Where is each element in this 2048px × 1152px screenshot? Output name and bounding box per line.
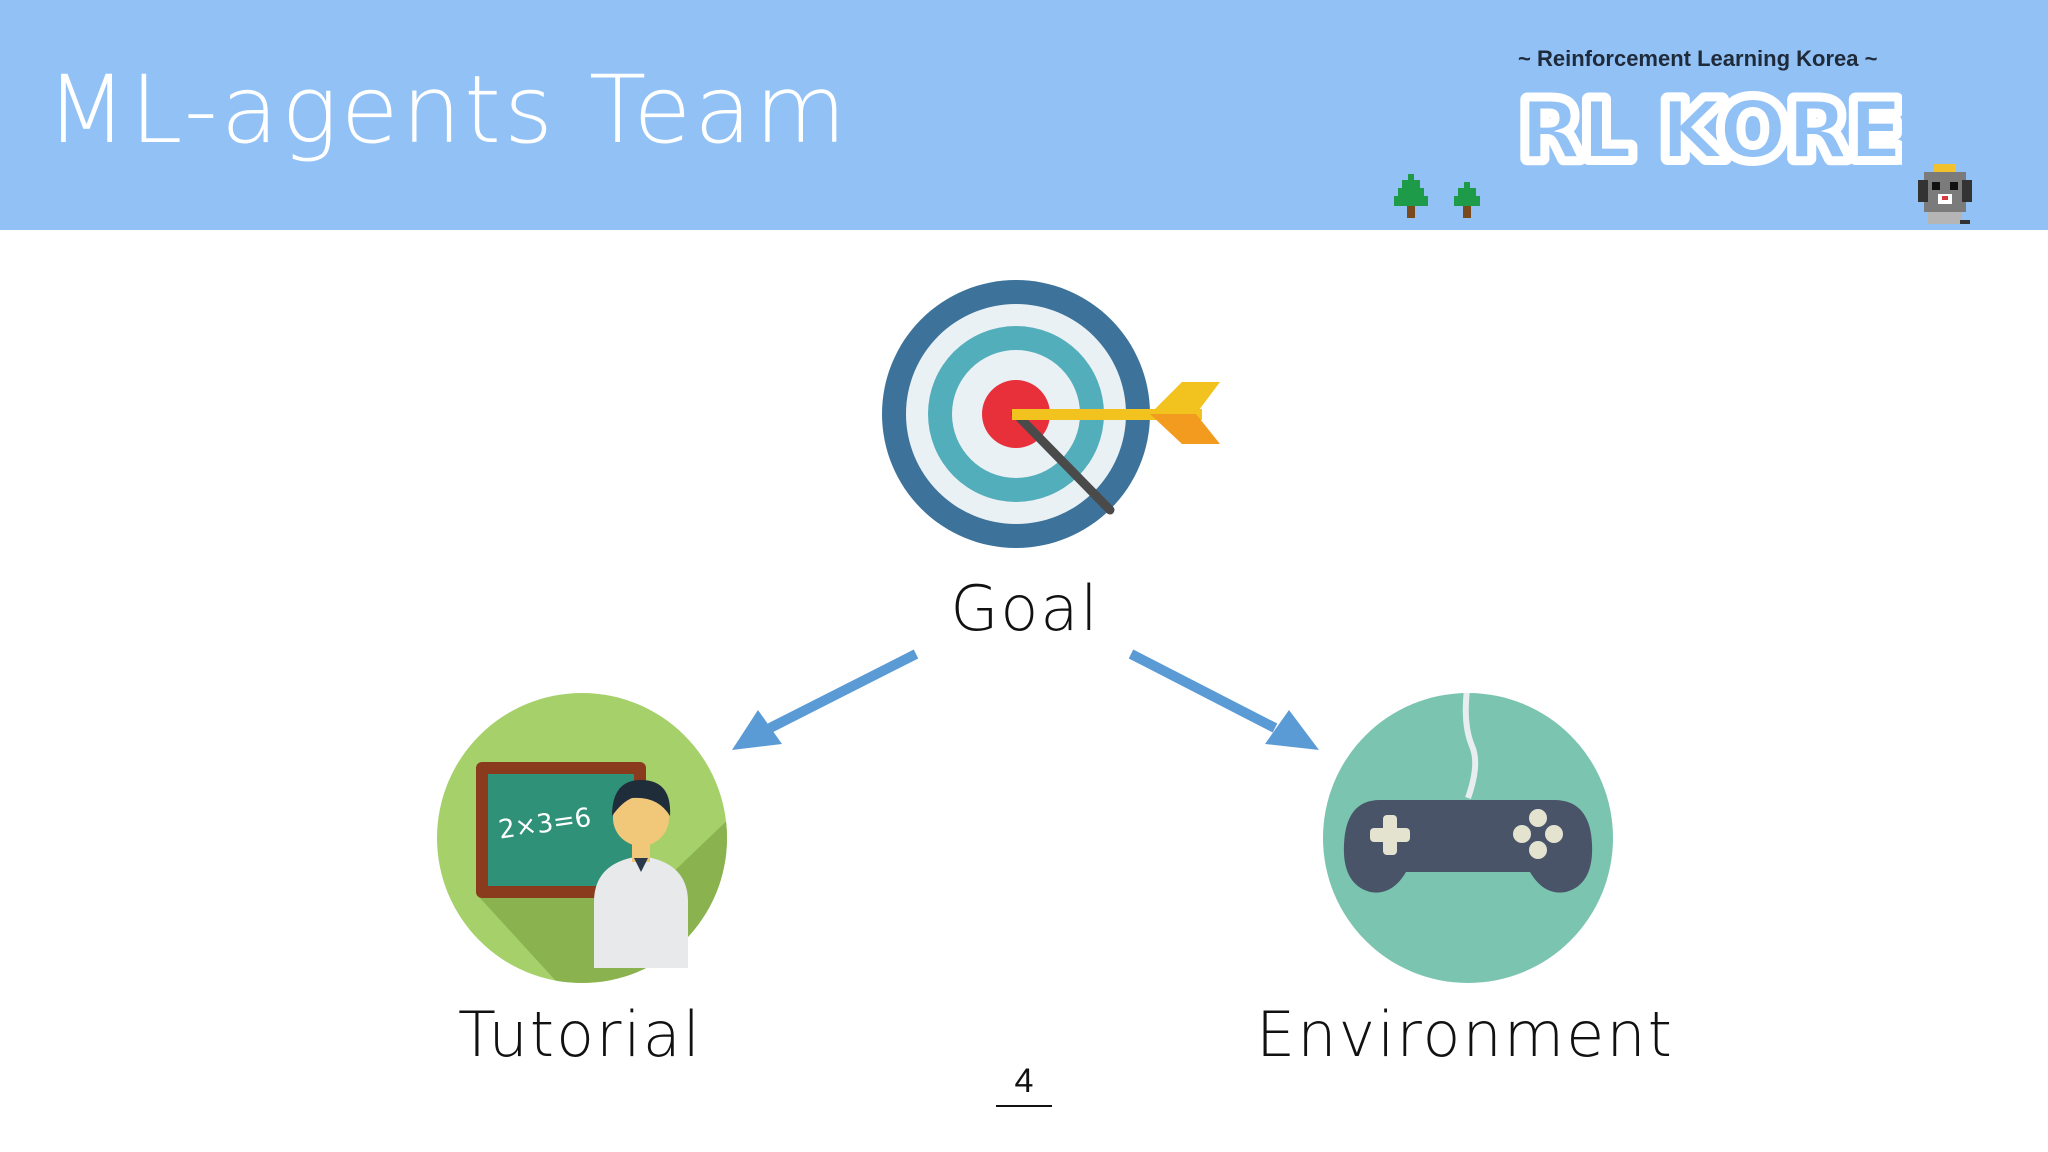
goal-label: Goal xyxy=(950,572,1100,645)
tutorial-label: Tutorial xyxy=(458,998,702,1071)
tagline: ~ Reinforcement Learning Korea ~ xyxy=(1518,46,1878,71)
header-bar: ML-agents Team ~ Reinforcement Learning … xyxy=(0,0,2048,230)
environment-label: Environment xyxy=(1256,998,1674,1071)
rl-korea-logo: RL KOREA RL KOREA xyxy=(1513,78,1902,174)
page-number: 4 xyxy=(996,1062,1052,1107)
arrow-to-environment xyxy=(1128,649,1319,750)
page-title: ML-agents Team xyxy=(46,56,850,165)
teacher-icon: 2×3=6 xyxy=(437,693,727,983)
gamepad-icon xyxy=(1323,693,1613,983)
svg-text:RL KOREA: RL KOREA xyxy=(1520,84,1902,174)
arrow-to-tutorial xyxy=(732,649,919,750)
pine-tree-icon xyxy=(1394,174,1480,218)
svg-text:RL KOREA: RL KOREA xyxy=(1520,84,1902,174)
target-icon xyxy=(882,280,1220,548)
mascot-icon xyxy=(1918,164,1972,224)
